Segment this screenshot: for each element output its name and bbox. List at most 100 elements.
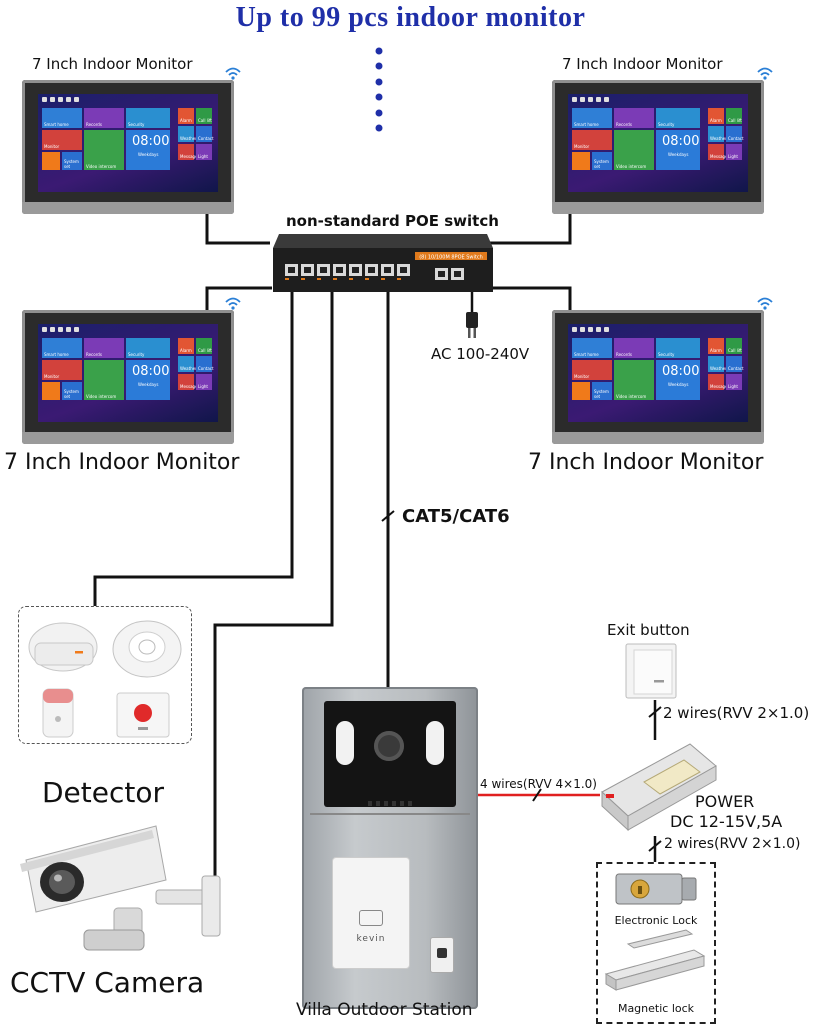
detector-box xyxy=(18,606,192,744)
screen-tile[interactable]: Call lift xyxy=(726,108,742,124)
poe-switch: (8) 10/100M 8POE Switch xyxy=(273,234,493,292)
screen-tile[interactable]: Records xyxy=(614,108,654,128)
wire-detector xyxy=(93,290,294,608)
screen-clock: 08:00 xyxy=(662,134,700,149)
status-icon xyxy=(58,327,63,332)
camera-label: CCTV Camera xyxy=(10,966,205,999)
emergency-button-icon xyxy=(116,692,170,738)
screen-tile[interactable]: System set xyxy=(592,152,612,170)
switch-label: non-standard POE switch xyxy=(286,212,499,230)
screen-tile[interactable]: Message xyxy=(178,144,198,160)
screen-tile-label: Message xyxy=(710,384,728,389)
screen-tile[interactable]: Light xyxy=(726,374,742,390)
screen-tile[interactable]: Light xyxy=(196,144,212,160)
screen-tile[interactable]: Call lift xyxy=(196,108,212,124)
screen-tile[interactable]: Video intercom xyxy=(84,360,124,400)
screen-tile-label: Security xyxy=(128,122,145,127)
station-label: Villa Outdoor Station xyxy=(296,1000,473,1020)
screen-tile-label: Monitor xyxy=(44,144,60,149)
screen-tile[interactable]: Monitor xyxy=(572,360,612,380)
screen-tile[interactable]: Security xyxy=(656,338,700,358)
screen-tile[interactable]: Security xyxy=(126,338,170,358)
screen-tile[interactable] xyxy=(656,130,700,170)
screen-tile-label: Alarm xyxy=(710,348,722,353)
screen-tile-label: Light xyxy=(198,154,208,159)
screen-tile[interactable]: Smart home xyxy=(42,108,82,128)
status-icon xyxy=(74,327,79,332)
screen-tile[interactable]: Monitor xyxy=(42,360,82,380)
switch-plate: (8) 10/100M 8POE Switch xyxy=(419,255,483,261)
screen-tile[interactable]: Alarm xyxy=(178,338,194,354)
screen-tile[interactable]: Weather xyxy=(178,356,197,372)
status-icon xyxy=(66,327,71,332)
screen-tile-label: Light xyxy=(728,384,738,389)
screen-tile-label: Monitor xyxy=(574,374,590,379)
lock-box: Electronic Lock Magnetic lock xyxy=(596,862,716,1024)
screen-tile-label: System set xyxy=(64,389,79,399)
screen-tile[interactable]: Message xyxy=(708,374,728,390)
screen-tile[interactable]: Records xyxy=(84,338,124,358)
screen-tile[interactable]: Light xyxy=(726,144,742,160)
screen-tile[interactable] xyxy=(42,382,60,400)
screen-tile[interactable]: Call lift xyxy=(726,338,742,354)
screen-tile[interactable]: Video intercom xyxy=(614,360,654,400)
screen-tile[interactable]: Smart home xyxy=(572,108,612,128)
screen-tile[interactable] xyxy=(572,152,590,170)
station-brand: kevin xyxy=(356,934,386,944)
screen-tile[interactable]: Monitor xyxy=(572,130,612,150)
screen-tile[interactable]: Contact xyxy=(726,126,744,142)
screen-tile[interactable] xyxy=(126,130,170,170)
status-icon xyxy=(50,327,55,332)
screen-tile[interactable]: Message xyxy=(178,374,198,390)
screen-tile[interactable] xyxy=(656,360,700,400)
screen-tile-label: Message xyxy=(180,154,198,159)
screen-tile[interactable]: Light xyxy=(196,374,212,390)
screen-tile[interactable]: Records xyxy=(614,338,654,358)
screen-tile[interactable]: System set xyxy=(62,152,82,170)
screen-tile[interactable]: Weather xyxy=(708,356,727,372)
screen-tile[interactable]: Contact xyxy=(726,356,744,372)
monitor-mid-right-label: 7 Inch Indoor Monitor xyxy=(528,450,764,475)
monitor-bezel xyxy=(552,202,764,214)
smoke-detector-icon xyxy=(112,620,182,678)
screen-tile-label: Call lift xyxy=(198,348,212,353)
screen-tile[interactable] xyxy=(126,360,170,400)
screen-tile[interactable]: Records xyxy=(84,108,124,128)
wifi-icon xyxy=(225,67,241,80)
screen-tile[interactable]: Message xyxy=(708,144,728,160)
screen-tile[interactable]: Smart home xyxy=(572,338,612,358)
screen-tile[interactable]: Weather xyxy=(178,126,197,142)
screen-tile[interactable]: Alarm xyxy=(708,108,724,124)
wire-monitor-mid-left xyxy=(205,286,272,310)
screen-tile[interactable]: Smart home xyxy=(42,338,82,358)
status-icon xyxy=(50,97,55,102)
screen-tile[interactable] xyxy=(42,152,60,170)
screen-tile[interactable]: Contact xyxy=(196,126,214,142)
monitor-bezel xyxy=(22,202,234,214)
power-label: AC 100-240V xyxy=(431,345,530,363)
screen-tile[interactable]: Security xyxy=(126,108,170,128)
call-button[interactable] xyxy=(430,937,454,973)
status-icon xyxy=(604,97,609,102)
screen-tile[interactable]: Alarm xyxy=(178,108,194,124)
exit-button-label: Exit button xyxy=(607,621,690,639)
screen-tile-label: Contact xyxy=(198,136,214,141)
screen-clock: 08:00 xyxy=(132,134,170,149)
screen-tile[interactable]: Contact xyxy=(196,356,214,372)
screen-tile[interactable]: System set xyxy=(592,382,612,400)
screen-tile-label: Message xyxy=(710,154,728,159)
screen-tile[interactable]: Alarm xyxy=(708,338,724,354)
screen-tile[interactable]: Monitor xyxy=(42,130,82,150)
screen-tile[interactable]: Video intercom xyxy=(84,130,124,170)
screen-tile[interactable]: Security xyxy=(656,108,700,128)
screen-tile[interactable]: System set xyxy=(62,382,82,400)
screen-tile[interactable]: Weather xyxy=(708,126,727,142)
screen-tile[interactable] xyxy=(572,382,590,400)
screen-tile[interactable]: Call lift xyxy=(196,338,212,354)
status-icon xyxy=(588,97,593,102)
screen-tile[interactable]: Video intercom xyxy=(614,130,654,170)
exit-button-icon[interactable] xyxy=(624,642,680,700)
screen-tile-label: Video intercom xyxy=(86,394,117,399)
